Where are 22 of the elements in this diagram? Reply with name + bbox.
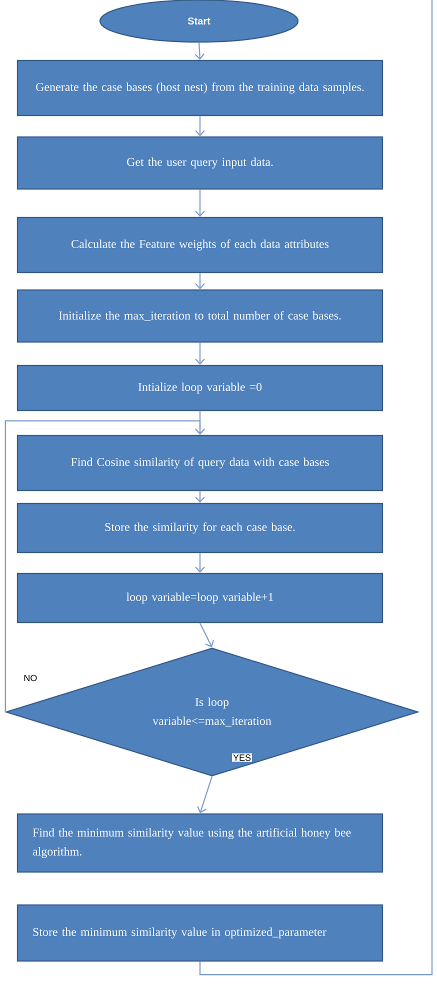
process-box: Store the similarity for each case base. bbox=[16, 502, 384, 554]
process-box: Get the user query input data. bbox=[16, 136, 384, 190]
process-box: Find the minimum similarity value using the artificial honey bee algorithm. bbox=[16, 813, 384, 873]
process-box: Initialize the max_iteration to total number of case bases. bbox=[16, 289, 384, 343]
arrow bbox=[195, 553, 205, 573]
process-box: Calculate the Feature weights of each data attributes bbox=[16, 216, 384, 274]
process-box: Find Cosine similarity of query data with case bases bbox=[16, 434, 384, 492]
arrow bbox=[199, 622, 214, 648]
arrow bbox=[194, 42, 205, 60]
process-box: Generate the case bases (host nest) from the training data samples. bbox=[16, 60, 384, 116]
arrow bbox=[195, 342, 205, 365]
loop-arrow bbox=[4, 420, 205, 712]
connector-line bbox=[199, 0, 433, 976]
arrow bbox=[195, 491, 205, 503]
arrow bbox=[195, 116, 205, 136]
process-box: Intialize loop variable =0 bbox=[16, 364, 384, 412]
edge-label: NO bbox=[22, 674, 38, 682]
arrow bbox=[197, 776, 213, 814]
arrow bbox=[195, 273, 205, 290]
arrow bbox=[195, 190, 205, 217]
process-box: loop variable=loop variable+1 bbox=[16, 572, 384, 624]
process-box: Store the minimum similarity value in optimized_parameter bbox=[16, 904, 384, 962]
